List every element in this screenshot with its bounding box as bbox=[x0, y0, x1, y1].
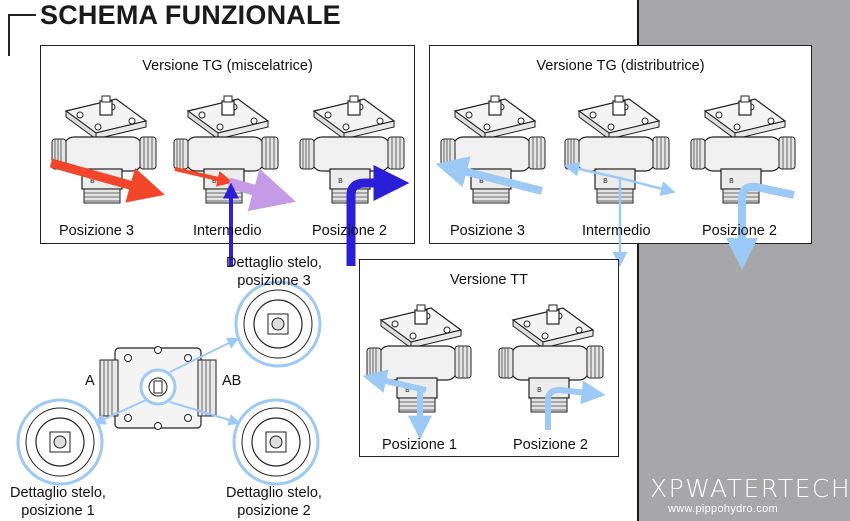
caption-intermedio: Intermedio bbox=[582, 223, 651, 239]
valve-dist-pos2 bbox=[690, 95, 796, 270]
valve-mix-intermedio bbox=[173, 95, 296, 266]
caption-pos2: Posizione 2 bbox=[312, 223, 387, 239]
panel-tt: Versione TT Posizione 1 Posizione 2 bbox=[359, 259, 619, 457]
panel-heading: Versione TT bbox=[450, 272, 528, 288]
panel-tg-distributrice: Versione TG (distributrice) Posizione 3 … bbox=[429, 45, 812, 270]
port-label-a: A bbox=[85, 373, 95, 389]
caption-pos1: Posizione 1 bbox=[382, 437, 457, 453]
caption-pos3: Posizione 3 bbox=[450, 223, 525, 239]
stem-pos3-label: Dettaglio stelo, posizione 3 bbox=[226, 255, 322, 289]
brand-url: www.pippohydro.com bbox=[668, 503, 778, 515]
caption-pos2: Posizione 2 bbox=[702, 223, 777, 239]
panel-tg-miscelatrice: Versione TG (miscelatrice) Posizione 3 I… bbox=[40, 45, 415, 266]
valve-mix-pos3 bbox=[49, 95, 165, 204]
valve-top-view bbox=[99, 346, 217, 430]
stem-pos1-circle bbox=[16, 398, 104, 486]
valve-dist-pos3 bbox=[435, 95, 546, 204]
stem-pos1-label: Dettaglio stelo, posizione 1 bbox=[10, 485, 106, 519]
stem-pos3-circle bbox=[234, 280, 322, 368]
title-bracket bbox=[8, 14, 36, 56]
port-label-ab: AB bbox=[222, 373, 242, 389]
caption-pos2: Posizione 2 bbox=[513, 437, 588, 453]
page-divider bbox=[637, 0, 639, 521]
valve-tt-pos2 bbox=[498, 304, 606, 430]
brand-logo: XPWATERTECH bbox=[650, 474, 850, 503]
caption-intermedio: Intermedio bbox=[193, 223, 262, 239]
stem-detail-diagram bbox=[16, 280, 322, 486]
page-title: SCHEMA FUNZIONALE bbox=[40, 0, 341, 30]
stem-pos2-circle bbox=[232, 398, 320, 486]
stem-pos2-label: Dettaglio stelo, posizione 2 bbox=[226, 485, 322, 519]
valve-tt-pos1 bbox=[362, 304, 472, 440]
valve-dist-intermedio bbox=[564, 95, 676, 267]
valve-mix-pos2 bbox=[299, 95, 410, 266]
panel-heading: Versione TG (distributrice) bbox=[536, 58, 705, 74]
caption-pos3: Posizione 3 bbox=[59, 223, 134, 239]
panel-heading: Versione TG (miscelatrice) bbox=[142, 58, 313, 74]
